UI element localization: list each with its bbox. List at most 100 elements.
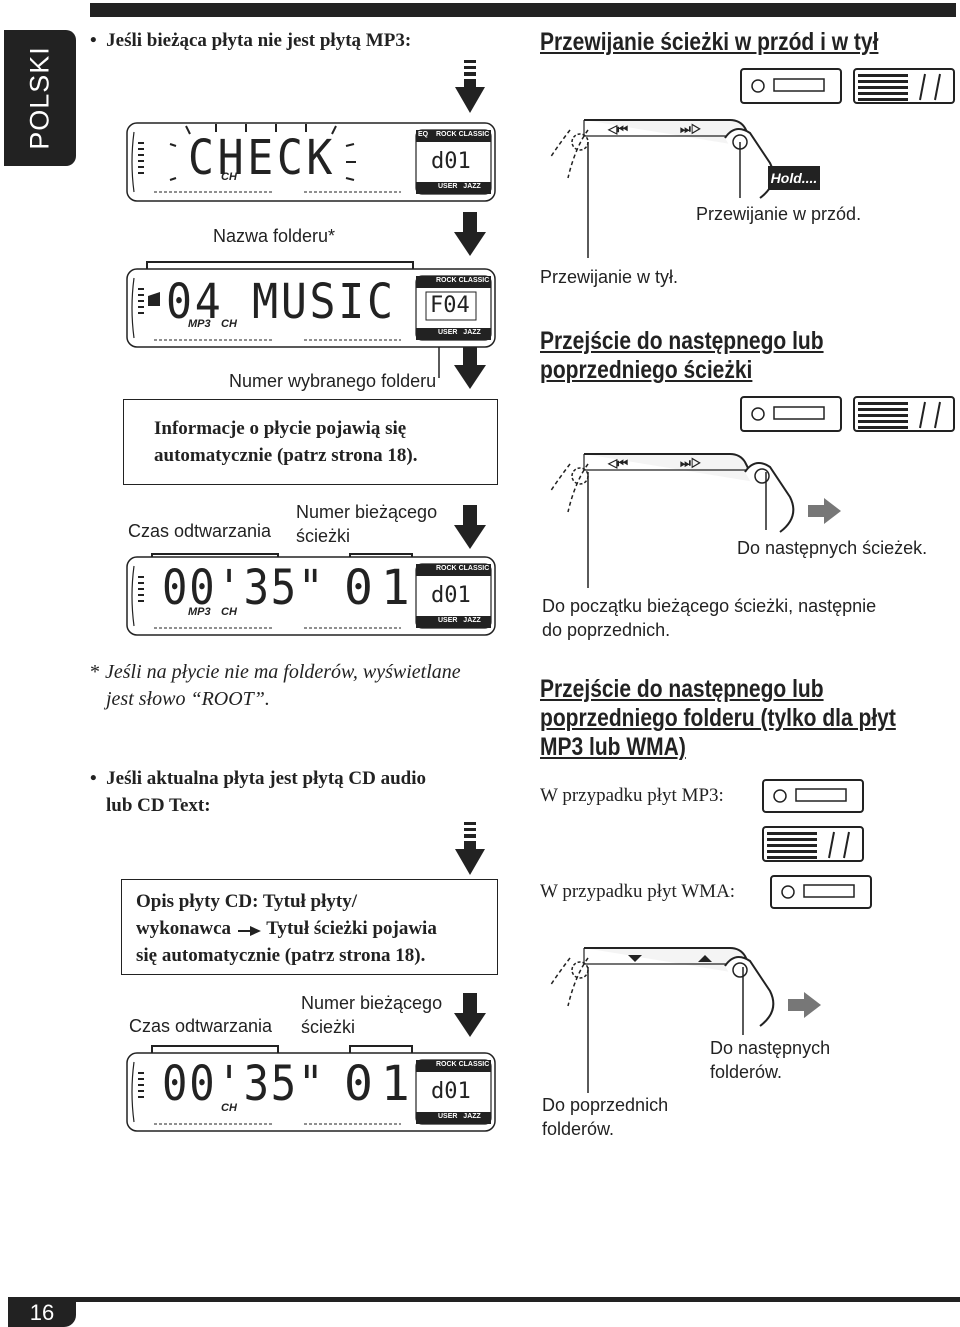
next-arrow-icon-2 [788, 992, 821, 1018]
info-box-2-line2: wykonawca Tytuł ścieżki pojawia [136, 915, 437, 942]
info-box-2-line3: się automatycznie (patrz strona 18). [136, 945, 426, 966]
label-track-number-2-line2: ścieżki [301, 1017, 356, 1037]
footnote: * Jeśli na płycie nie ma folderów, wyświ… [90, 659, 461, 713]
heading-next-prev-folder-line2: poprzedniego folderu (tylko dla płyt [540, 704, 896, 732]
lcd-user-jazz: USER JAZZ [438, 617, 481, 624]
folder-name-bracket [146, 261, 414, 274]
lcd-frame [126, 122, 496, 202]
lcd-eq: EQ [418, 131, 429, 138]
footnote-line2: jest słowo “ROOT”. [106, 688, 270, 710]
label-prev-tracks-line1: Do początku bieżącego ścieżki, następnie [542, 596, 877, 616]
label-next-folders-line1: Do następnych [710, 1038, 831, 1058]
svg-text:⏭▷: ⏭▷ [680, 122, 702, 136]
label-prev-tracks-line2: do poprzednich. [542, 620, 671, 640]
bullet-dot: • [90, 30, 107, 51]
heading-next-prev-folder-line1: Przejście do następnego lub [540, 675, 824, 703]
info-box-1-line2: automatycznie (patrz strona 18). [154, 445, 418, 466]
heading-next-prev-folder-line3: MP3 lub WMA) [540, 733, 686, 761]
folder-buttons-strip[interactable] [540, 946, 840, 1036]
lcd-user-jazz: USER JAZZ [438, 329, 481, 336]
lcd-main-text: 04 MUSIC [166, 274, 396, 330]
lcd-display-time-2: 00'35" 01 CH ROCK CLASSIC d01 USER JAZZ [126, 1052, 496, 1132]
label-next-folders-line2: folderów. [710, 1062, 783, 1082]
callout-lines-2 [587, 472, 767, 588]
heading-next-prev-folder: Przejście do następnego lub poprzedniego… [540, 675, 896, 762]
unit-panel-icon-1 [740, 68, 955, 104]
unit-panel-icon-wma [770, 875, 872, 909]
language-tab-label: POLSKI [24, 46, 55, 150]
lcd-track-text: 01 [344, 1056, 418, 1112]
down-arrow-6 [454, 993, 486, 1037]
unit-panel-icon-2 [740, 396, 955, 432]
info-box-2-line2a: wykonawca [136, 918, 232, 939]
down-arrow-striped-5 [455, 822, 485, 875]
lcd-track-text: 01 [344, 560, 418, 616]
bullet-mp3: • Jeśli bieżąca płyta nie jest płytą MP3… [90, 30, 411, 52]
lcd-time-text: 00'35" [162, 1056, 326, 1112]
lcd-rock: ROCK CLASSIC [436, 131, 490, 138]
label-fast-forward: Przewijanie w przód. [696, 204, 862, 224]
label-next-tracks: Do następnych ścieżek. [737, 538, 928, 558]
heading-next-prev-track: Przejście do następnego lub poprzedniego… [540, 327, 824, 385]
skip-buttons-strip-press[interactable]: ◁⏮ ⏭▷ [540, 452, 840, 542]
label-prev-tracks: Do początku bieżącego ścieżki, następnie… [542, 594, 876, 642]
label-selected-folder: Numer wybranego folderu [229, 371, 437, 391]
label-wma-case: W przypadku płyt WMA: [540, 881, 736, 902]
next-arrow-icon-1 [808, 498, 841, 524]
hold-badge: Hold.... [768, 166, 820, 190]
lcd-main-text: CHECK [188, 130, 337, 186]
info-box-1-line1: Informacje o płycie pojawią się [154, 418, 407, 439]
heading-next-prev-track-line1: Przejście do następnego lub [540, 327, 824, 355]
bullet-cd: • Jeśli aktualna płyta jest płytą CD aud… [90, 765, 426, 819]
label-track-number-2-line1: Numer bieżącego [301, 993, 443, 1013]
lcd-display-folder: 04 MUSIC MP3 CH ROCK CLASSIC F04 USER JA… [126, 268, 496, 348]
label-mp3-case: W przypadku płyt MP3: [540, 785, 724, 806]
unit-panel-icon-mp3 [762, 779, 864, 813]
down-arrow-4 [454, 505, 486, 549]
lcd-mp3-indicator: MP3 [188, 606, 211, 618]
footnote-mark: * [90, 661, 100, 683]
lcd-small-text: d01 [431, 1079, 471, 1104]
lcd-frame [126, 556, 496, 636]
bullet-dot: • [90, 768, 107, 789]
info-box-2-line1: Opis płyty CD: Tytuł płyty/ [136, 891, 358, 912]
bullet-cd-line1: Jeśli aktualna płyta jest płytą CD audio [106, 768, 427, 789]
lcd-rock: ROCK CLASSIC [436, 565, 490, 572]
lcd-rock: ROCK CLASSIC [436, 277, 490, 284]
info-box-2-line2b: Tytuł ścieżki pojawia [266, 918, 437, 939]
info-box-1: Informacje o płycie pojawią się automaty… [123, 399, 498, 485]
lcd-display-time-1: 00'35" 01 MP3 CH ROCK CLASSIC d01 USER J… [126, 556, 496, 636]
lcd-mp3-indicator: MP3 [188, 318, 211, 330]
lcd-ch-indicator: CH [221, 318, 237, 330]
label-track-number-1: Numer bieżącego ścieżki [296, 500, 437, 548]
label-next-folders: Do następnych folderów. [710, 1036, 830, 1084]
label-prev-folders-line2: folderów. [542, 1119, 615, 1139]
label-playtime-1: Czas odtwarzania [128, 521, 272, 541]
down-arrow-striped-1 [455, 60, 485, 113]
lcd-small-text: d01 [431, 583, 471, 608]
heading-fast-forward-reverse: Przewijanie ścieżki w przód i w tył [540, 28, 879, 56]
lcd-user-jazz: USER JAZZ [438, 183, 481, 190]
lcd-ch-indicator: CH [221, 606, 237, 618]
unit-panel-icon-mp3-stacked [762, 826, 864, 862]
label-track-number-1-line2: ścieżki [296, 526, 351, 546]
label-playtime-2: Czas odtwarzania [129, 1016, 273, 1036]
lcd-frame [126, 268, 496, 348]
callout-lines-1 [587, 142, 741, 258]
lcd-small-text: F04 [430, 293, 470, 318]
page-number: 16 [8, 1299, 76, 1327]
language-tab: POLSKI [4, 30, 76, 166]
svg-text:◁⏮: ◁⏮ [607, 122, 628, 136]
label-track-number-2: Numer bieżącego ścieżki [301, 991, 442, 1039]
footnote-line1: Jeśli na płycie nie ma folderów, wyświet… [105, 661, 461, 683]
lcd-display-check: CHECK CH ROCK CLASSIC EQ d01 USER JAZZ [126, 122, 496, 202]
arrow-right-icon [237, 925, 261, 936]
lcd-user-jazz: USER JAZZ [438, 1113, 481, 1120]
bottom-rule [8, 1297, 960, 1302]
svg-text:⏭▷: ⏭▷ [680, 456, 702, 470]
lcd-ch-indicator: CH [221, 1102, 237, 1114]
callout-lines-3 [587, 967, 744, 1093]
lcd-rock: ROCK CLASSIC [436, 1061, 490, 1068]
lcd-small-text: d01 [431, 149, 471, 174]
lcd-ch-indicator: CH [221, 171, 237, 183]
